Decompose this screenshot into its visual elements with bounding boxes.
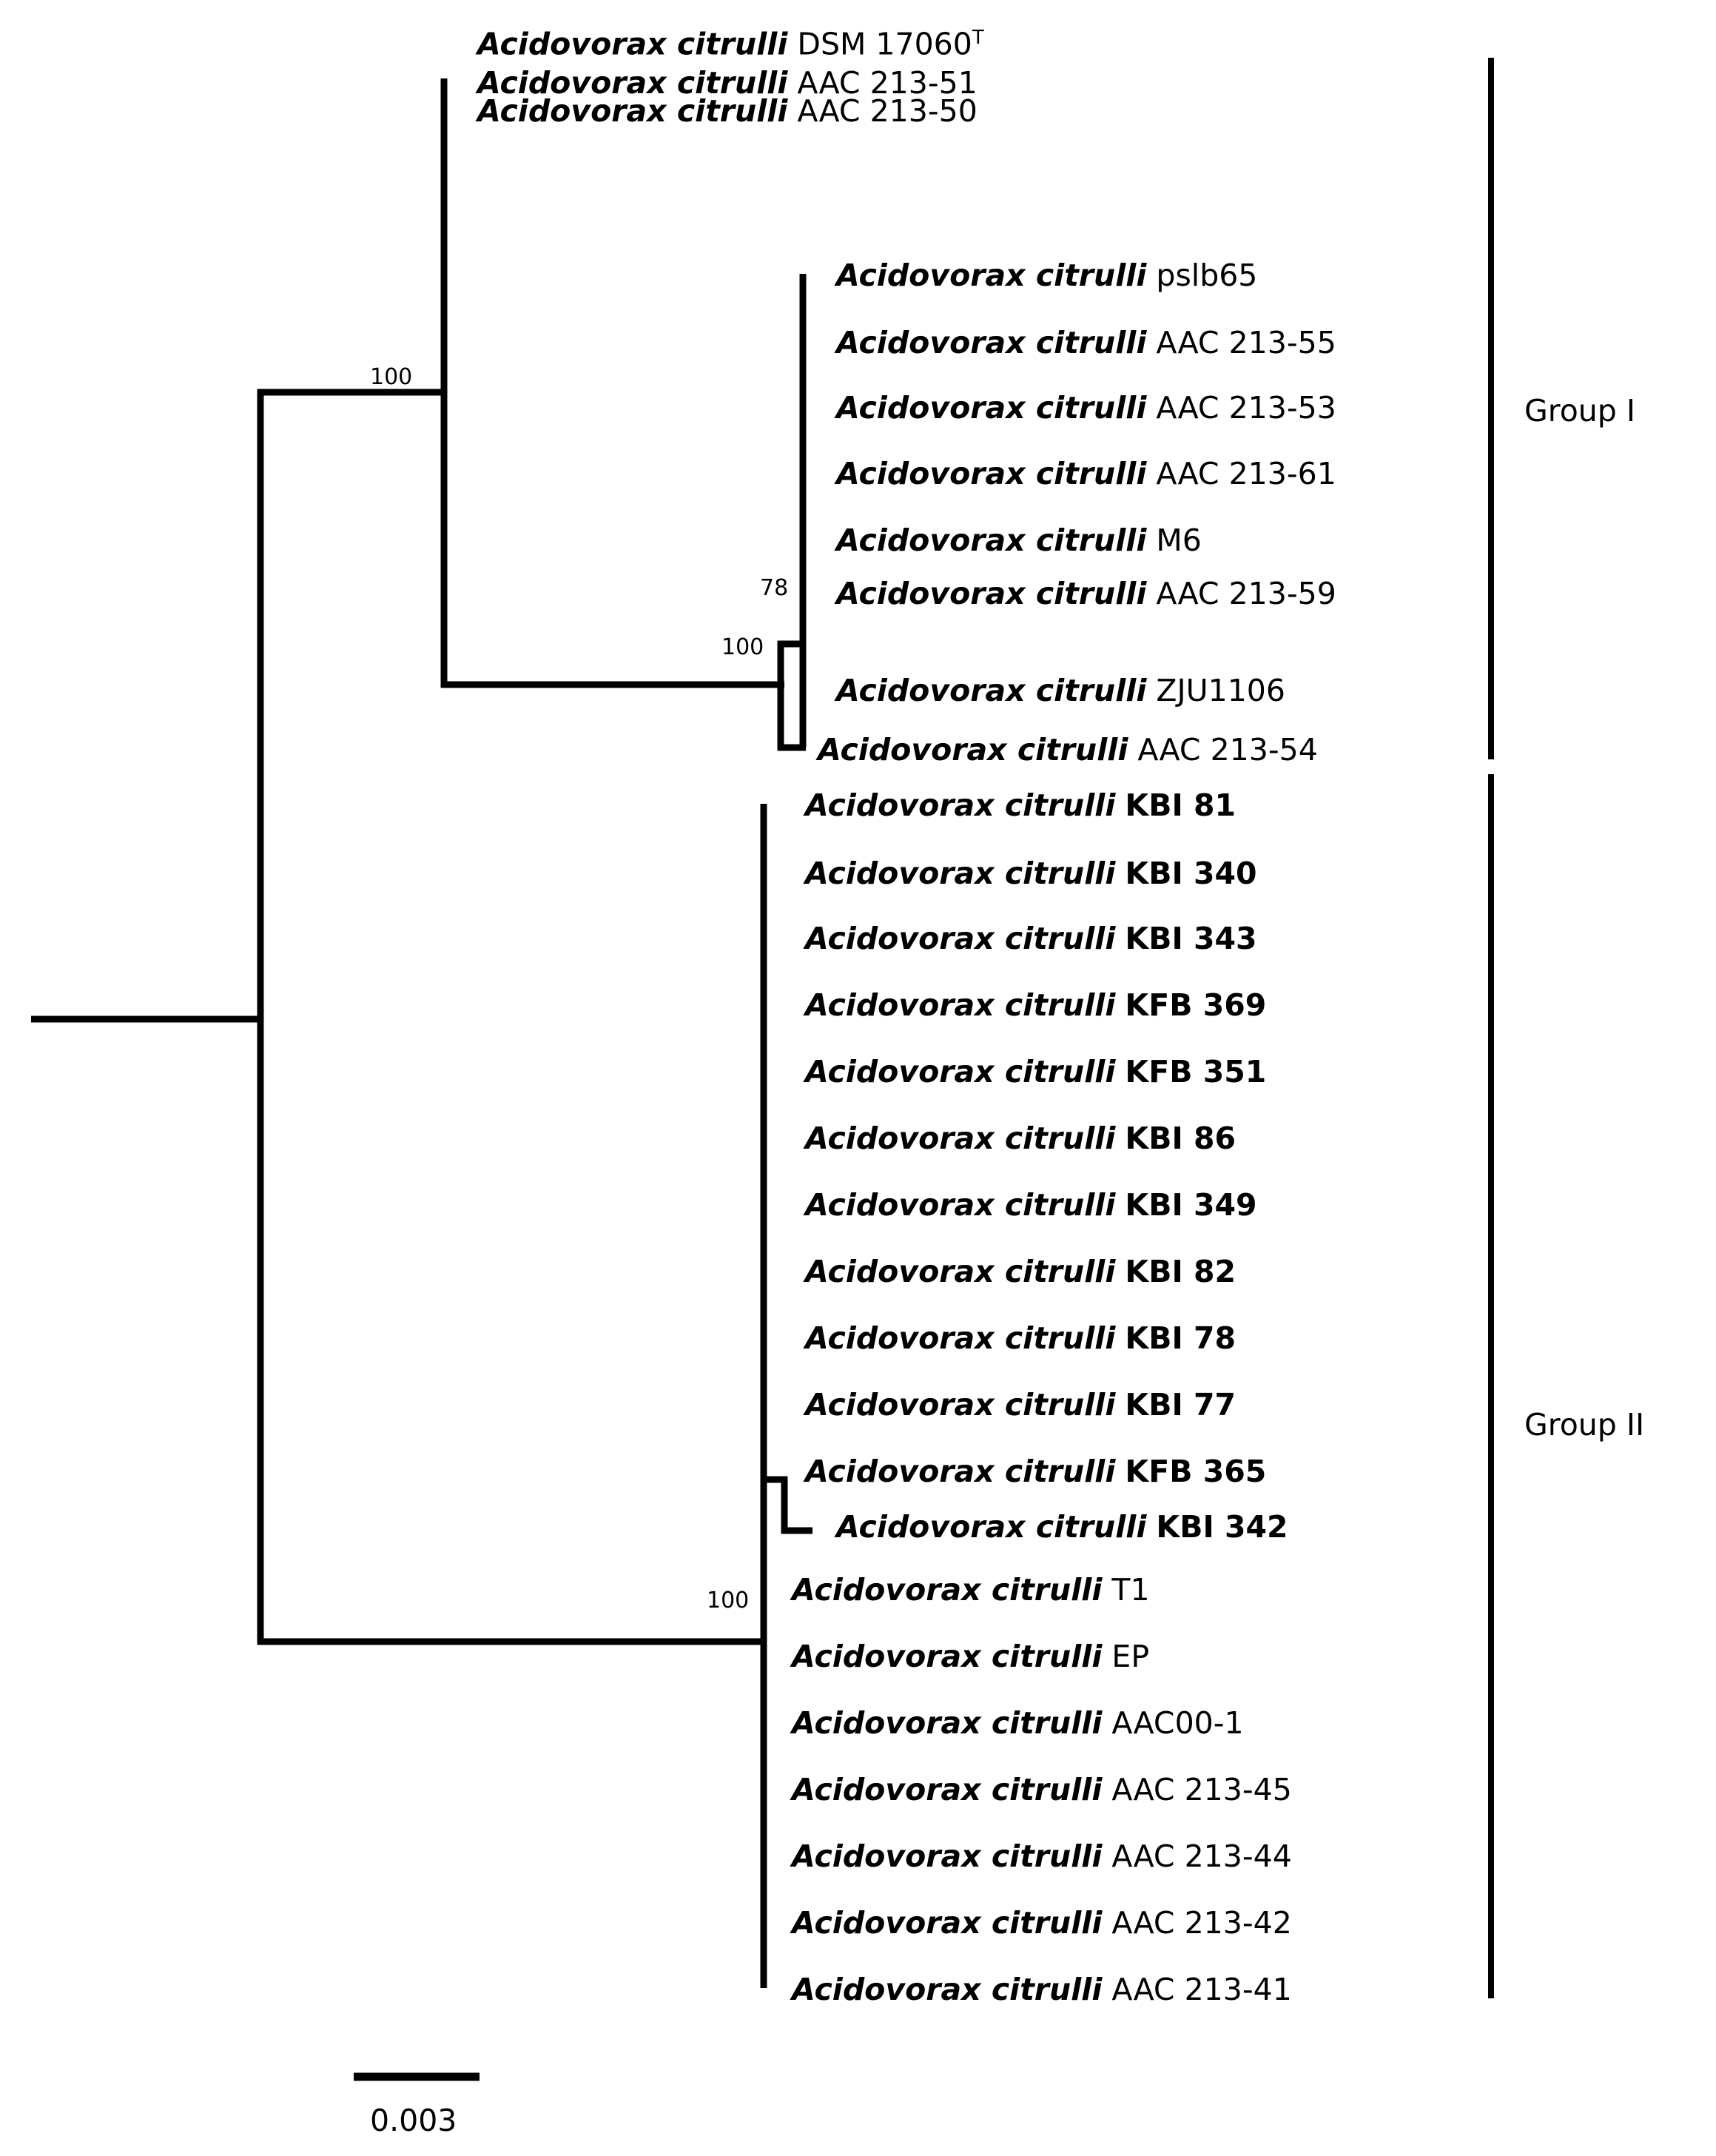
bootstrap-value: 100 [370,364,413,390]
taxon-label: Acidovorax citrulli KBI 349 [805,1190,1257,1220]
species-name: Acidovorax citrulli [805,856,1116,891]
taxon-label: Acidovorax citrulli KBI 343 [805,924,1257,954]
taxon-label: Acidovorax citrulli AAC00-1 [792,1708,1244,1739]
species-name: Acidovorax citrulli [836,258,1147,293]
species-name: Acidovorax citrulli [792,1838,1103,1874]
strain-name: KBI 342 [1156,1509,1288,1545]
species-name: Acidovorax citrulli [805,1187,1116,1223]
species-name: Acidovorax citrulli [792,1572,1103,1608]
species-name: Acidovorax citrulli [836,325,1147,360]
species-name: Acidovorax citrulli [836,523,1147,558]
taxon-label: Acidovorax citrulli AAC 213-50 [477,96,978,127]
taxon-label: Acidovorax citrulli KBI 342 [836,1512,1288,1542]
species-name: Acidovorax citrulli [805,921,1116,956]
taxon-label: Acidovorax citrulli AAC 213-53 [836,393,1336,423]
taxon-label: Acidovorax citrulli M6 [836,525,1202,556]
strain-name: AAC 213-44 [1111,1838,1292,1874]
scale-bar-label: 0.003 [370,2103,457,2138]
strain-name: AAC 213-50 [797,93,978,129]
species-name: Acidovorax citrulli [805,1320,1116,1356]
taxon-label: Acidovorax citrulli KBI 86 [805,1124,1236,1154]
strain-name: AAC 213-41 [1111,1972,1292,2007]
taxon-label: Acidovorax citrulli KBI 81 [805,790,1236,821]
species-name: Acidovorax citrulli [805,1387,1116,1423]
taxon-label: Acidovorax citrulli AAC 213-55 [836,328,1336,358]
taxon-label: Acidovorax citrulli T1 [792,1575,1150,1605]
strain-name: AAC 213-54 [1137,732,1318,768]
taxon-label: Acidovorax citrulli AAC 213-59 [836,579,1336,609]
species-name: Acidovorax citrulli [836,673,1147,708]
strain-name: KFB 365 [1125,1454,1267,1489]
species-name: Acidovorax citrulli [836,456,1147,491]
type-strain-superscript: T [972,27,984,49]
taxon-label: Acidovorax citrulli AAC 213-45 [792,1775,1292,1805]
strain-name: EP [1111,1639,1150,1674]
species-name: Acidovorax citrulli [792,1972,1103,2007]
strain-name: KBI 340 [1125,856,1257,891]
species-name: Acidovorax citrulli [836,1509,1147,1545]
strain-name: ZJU1106 [1156,673,1285,708]
group-label-2: Group II [1524,1407,1645,1443]
species-name: Acidovorax citrulli [818,732,1128,768]
bootstrap-value: 100 [707,1588,750,1613]
species-name: Acidovorax citrulli [792,1772,1103,1807]
species-name: Acidovorax citrulli [805,1121,1116,1156]
species-name: Acidovorax citrulli [805,987,1116,1023]
species-name: Acidovorax citrulli [477,26,788,62]
strain-name: pslb65 [1156,258,1258,293]
group-label-1: Group I [1524,393,1635,429]
species-name: Acidovorax citrulli [477,65,788,101]
taxon-label: Acidovorax citrulli AAC 213-54 [818,735,1318,765]
taxon-label: Acidovorax citrulli AAC 213-44 [792,1841,1292,1872]
strain-name: KBI 81 [1125,787,1236,823]
strain-name: KBI 349 [1125,1187,1257,1223]
species-name: Acidovorax citrulli [805,787,1116,823]
species-name: Acidovorax citrulli [805,1054,1116,1089]
taxon-label: Acidovorax citrulli KFB 369 [805,990,1266,1021]
taxon-label: Acidovorax citrulli DSM 17060T [477,28,984,60]
bootstrap-value: 78 [760,575,789,601]
strain-name: AAC 213-42 [1111,1905,1292,1941]
species-name: Acidovorax citrulli [792,1905,1103,1941]
strain-name: KBI 343 [1125,921,1257,956]
taxon-label: Acidovorax citrulli KFB 365 [805,1457,1266,1487]
strain-name: AAC 213-53 [1156,390,1336,426]
strain-name: AAC00-1 [1111,1705,1244,1741]
species-name: Acidovorax citrulli [836,576,1147,611]
strain-name: AAC 213-61 [1156,456,1336,491]
strain-name: T1 [1111,1572,1150,1608]
strain-name: KBI 82 [1125,1254,1236,1289]
strain-name: AAC 213-51 [797,65,978,101]
species-name: Acidovorax citrulli [805,1254,1116,1289]
strain-name: AAC 213-55 [1156,325,1336,360]
species-name: Acidovorax citrulli [792,1639,1103,1674]
species-name: Acidovorax citrulli [477,93,788,129]
strain-name: AAC 213-59 [1156,576,1336,611]
strain-name: DSM 17060 [797,26,972,62]
taxon-label: Acidovorax citrulli ZJU1106 [836,676,1285,706]
taxon-label: Acidovorax citrulli KFB 351 [805,1057,1266,1087]
species-name: Acidovorax citrulli [805,1454,1116,1489]
strain-name: KBI 78 [1125,1320,1236,1356]
bootstrap-value: 100 [721,634,764,660]
strain-name: AAC 213-45 [1111,1772,1292,1807]
taxon-label: Acidovorax citrulli KBI 78 [805,1323,1236,1354]
taxon-label: Acidovorax citrulli KBI 82 [805,1257,1236,1287]
taxon-label: Acidovorax citrulli KBI 77 [805,1390,1236,1420]
strain-name: KBI 77 [1125,1387,1236,1423]
taxon-label: Acidovorax citrulli AAC 213-42 [792,1908,1292,1938]
strain-name: KFB 351 [1125,1054,1267,1089]
taxon-label: Acidovorax citrulli EP [792,1642,1149,1672]
taxon-label: Acidovorax citrulli AAC 213-51 [477,68,978,98]
taxon-label: Acidovorax citrulli pslb65 [836,261,1257,291]
species-name: Acidovorax citrulli [792,1705,1103,1741]
taxon-label: Acidovorax citrulli AAC 213-41 [792,1975,1292,2005]
strain-name: KBI 86 [1125,1121,1236,1156]
strain-name: KFB 369 [1125,987,1267,1023]
taxon-label: Acidovorax citrulli AAC 213-61 [836,459,1336,489]
strain-name: M6 [1156,523,1202,558]
species-name: Acidovorax citrulli [836,390,1147,426]
taxon-label: Acidovorax citrulli KBI 340 [805,859,1257,889]
